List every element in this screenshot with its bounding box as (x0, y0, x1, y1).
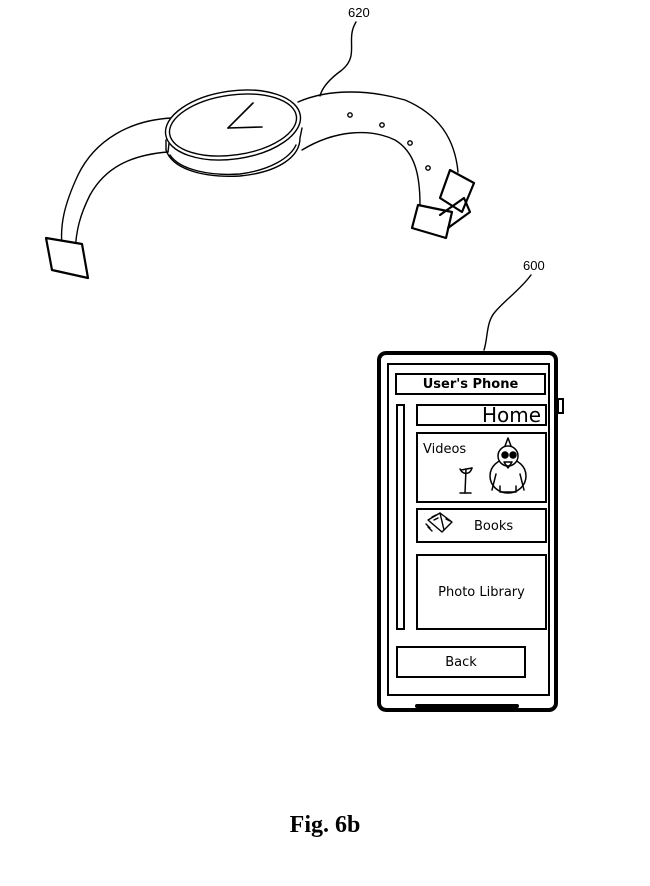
phone-screen (387, 363, 550, 696)
phone-side-button[interactable] (557, 398, 564, 414)
menu-item-label: Photo Library (438, 584, 525, 600)
phone-home-bar[interactable] (415, 704, 519, 708)
menu-item-books[interactable]: Books (416, 508, 547, 543)
menu-item-label: Videos (423, 442, 467, 457)
leader-line-600 (483, 274, 532, 351)
watch-left-clasp (44, 236, 90, 280)
watch-right-strap (297, 91, 459, 206)
phone-scrollbar[interactable] (396, 404, 405, 630)
menu-item-photo-library[interactable]: Photo Library (416, 554, 547, 630)
ref-numeral-620: 620 (348, 5, 370, 20)
watch-right-clasp (410, 168, 476, 240)
menu-item-label: Books (474, 519, 514, 534)
home-header[interactable]: Home (416, 403, 547, 427)
leader-line-620 (319, 21, 357, 97)
back-button[interactable]: Back (396, 646, 526, 678)
watch-case (164, 89, 303, 177)
menu-item-videos[interactable]: Videos (416, 432, 547, 503)
watch-left-strap (60, 117, 173, 254)
figure-caption: Fig. 6b (289, 812, 361, 838)
ref-numeral-600: 600 (523, 258, 545, 273)
phone-title-bar: User's Phone (395, 373, 546, 395)
